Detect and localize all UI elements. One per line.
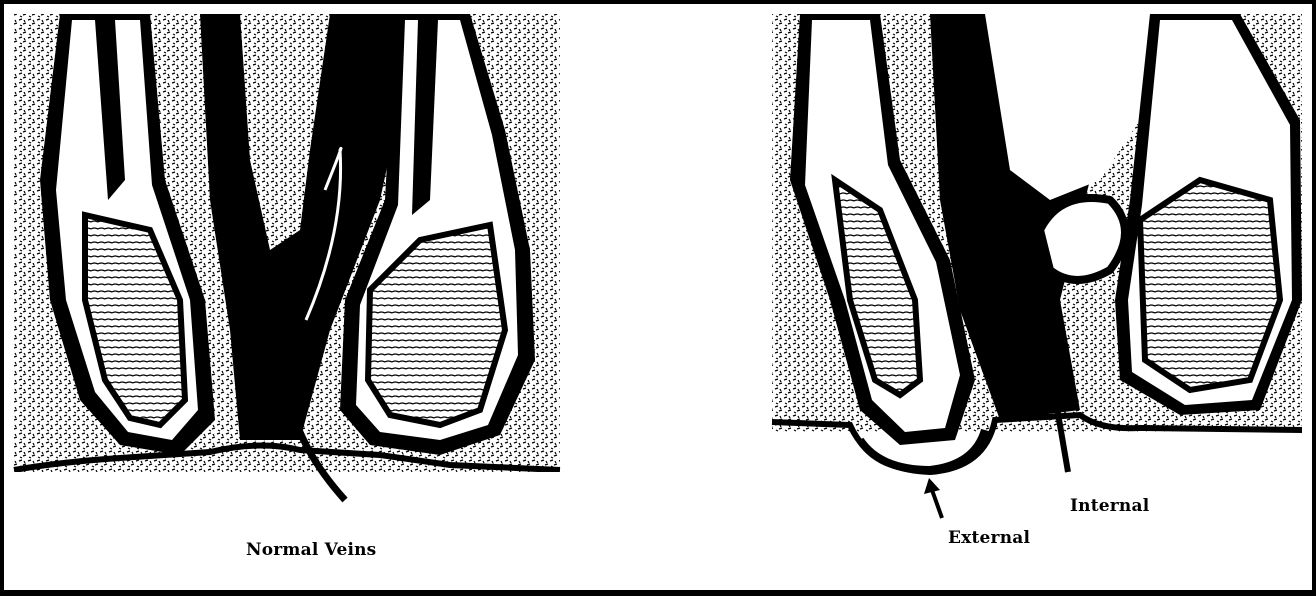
internal-hemorrhoid — [1040, 198, 1125, 280]
external-label: External — [948, 528, 1030, 548]
external-arrow — [924, 478, 942, 518]
hemorrhoids-anatomy-panel — [772, 14, 1302, 518]
normal-veins-label: Normal Veins — [246, 540, 376, 560]
internal-label: Internal — [1070, 496, 1149, 516]
panel-gap — [562, 14, 770, 476]
normal-anatomy-panel — [14, 14, 560, 582]
hemorrhoid-right-sphincter — [1140, 180, 1280, 390]
